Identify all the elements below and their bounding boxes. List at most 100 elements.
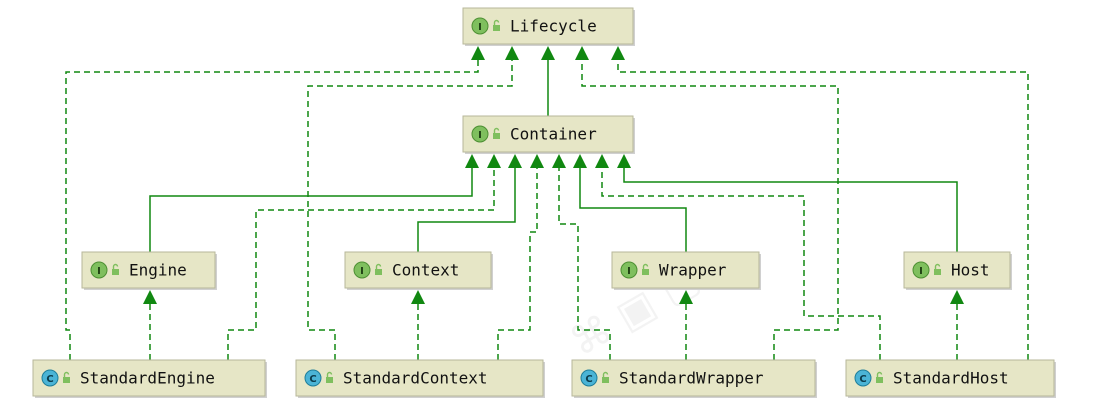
svg-text:I: I — [919, 266, 923, 277]
node-label: Wrapper — [659, 261, 727, 280]
arrowhead-icon — [471, 46, 485, 60]
svg-text:I: I — [97, 266, 101, 277]
arrowhead-icon — [552, 154, 566, 168]
edge-line — [617, 60, 1029, 360]
svg-text:C: C — [46, 374, 53, 385]
node-box — [295, 359, 544, 397]
arrowhead-icon — [487, 154, 501, 168]
svg-text:C: C — [585, 374, 592, 385]
class-icon: C — [854, 369, 872, 387]
arrowhead-icon — [611, 46, 625, 60]
edge-standard-wrapper-to-container — [552, 154, 611, 360]
lock-open-icon — [876, 371, 883, 383]
edge-line — [65, 60, 479, 360]
edge-standard-host-to-container — [595, 154, 881, 360]
edge-line — [307, 60, 513, 360]
edge-line — [497, 168, 538, 360]
lock-open-icon — [326, 371, 333, 383]
arrowhead-icon — [508, 154, 522, 168]
interface-icon: I — [353, 261, 371, 279]
lock-open-icon — [493, 19, 500, 31]
edge-standard-engine-to-lifecycle — [65, 46, 485, 360]
edge-context-to-container — [417, 154, 522, 252]
node-box — [462, 115, 634, 153]
node-lifecycle[interactable]: I Lifecycle — [462, 7, 635, 46]
lock-open-icon — [375, 263, 382, 275]
edge-host-to-container — [617, 154, 958, 252]
arrowhead-icon — [143, 290, 157, 304]
edge-line — [579, 168, 687, 252]
lock-open-icon — [112, 263, 119, 275]
node-wrapper[interactable]: I Wrapper — [611, 251, 761, 290]
arrowhead-icon — [575, 46, 589, 60]
node-standard-context[interactable]: C StandardContext — [295, 359, 545, 398]
edge-line — [227, 168, 495, 360]
node-context[interactable]: I Context — [344, 251, 493, 290]
edges-layer — [65, 46, 1029, 360]
edge-engine-to-container — [149, 154, 479, 252]
edge-wrapper-to-container — [573, 154, 687, 252]
node-label: Engine — [129, 261, 187, 280]
arrowhead-icon — [617, 154, 631, 168]
node-engine[interactable]: I Engine — [81, 251, 217, 290]
node-label: StandardHost — [893, 369, 1009, 388]
edge-line — [417, 168, 516, 252]
edge-standard-wrapper-to-lifecycle — [575, 46, 839, 360]
class-icon: C — [41, 369, 59, 387]
edge-standard-host-to-host — [950, 290, 964, 360]
lock-open-icon — [493, 127, 500, 139]
interface-icon: I — [471, 17, 489, 35]
node-host[interactable]: I Host — [903, 251, 1012, 290]
interface-icon: I — [90, 261, 108, 279]
node-box — [571, 359, 816, 397]
class-icon: C — [580, 369, 598, 387]
arrowhead-icon — [530, 154, 544, 168]
edge-container-to-lifecycle — [541, 46, 555, 116]
arrowhead-icon — [573, 154, 587, 168]
lock-open-icon — [602, 371, 609, 383]
node-label: StandardWrapper — [619, 369, 764, 388]
edge-line — [149, 168, 473, 252]
arrowhead-icon — [411, 290, 425, 304]
class-icon: C — [304, 369, 322, 387]
node-label: Context — [392, 261, 459, 280]
svg-text:C: C — [859, 374, 866, 385]
lock-open-icon — [642, 263, 649, 275]
node-standard-wrapper[interactable]: C StandardWrapper — [571, 359, 817, 398]
interface-icon: I — [912, 261, 930, 279]
node-label: StandardEngine — [80, 369, 215, 388]
lock-open-icon — [63, 371, 70, 383]
node-label: Container — [510, 125, 597, 144]
node-standard-engine[interactable]: C StandardEngine — [32, 359, 267, 398]
edge-standard-context-to-lifecycle — [307, 46, 519, 360]
edge-line — [623, 168, 958, 252]
edge-standard-engine-to-container — [227, 154, 501, 360]
edge-line — [558, 168, 611, 360]
node-label: Host — [951, 261, 990, 280]
edge-standard-host-to-lifecycle — [611, 46, 1029, 360]
edge-standard-context-to-container — [497, 154, 544, 360]
svg-text:C: C — [309, 374, 316, 385]
node-label: Lifecycle — [510, 17, 597, 36]
arrowhead-icon — [465, 154, 479, 168]
node-box — [32, 359, 266, 397]
interface-icon: I — [620, 261, 638, 279]
arrowhead-icon — [505, 46, 519, 60]
node-standard-host[interactable]: C StandardHost — [845, 359, 1056, 398]
edge-standard-wrapper-to-wrapper — [679, 290, 693, 360]
svg-text:I: I — [360, 266, 364, 277]
edge-line — [601, 168, 881, 360]
svg-text:I: I — [627, 266, 631, 277]
edge-standard-engine-to-engine — [143, 290, 157, 360]
arrowhead-icon — [950, 290, 964, 304]
svg-text:I: I — [478, 22, 482, 33]
arrowhead-icon — [541, 46, 555, 60]
node-box — [462, 7, 634, 45]
arrowhead-icon — [595, 154, 609, 168]
arrowhead-icon — [679, 290, 693, 304]
edge-line — [581, 60, 839, 360]
node-label: StandardContext — [343, 369, 488, 388]
